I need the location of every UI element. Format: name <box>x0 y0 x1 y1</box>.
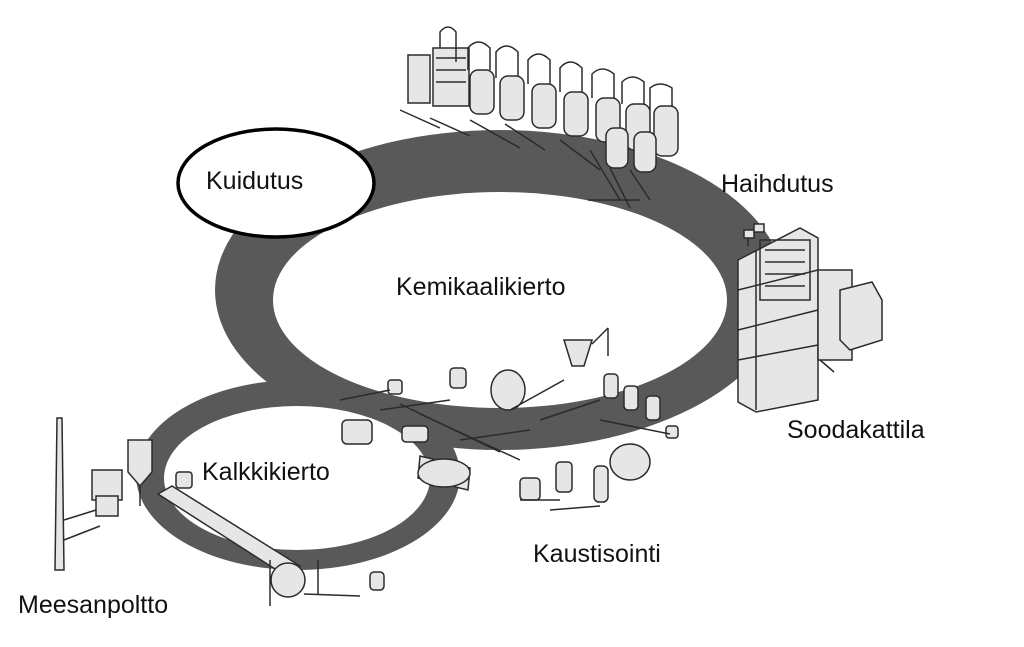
label-kuidutus: Kuidutus <box>206 167 304 195</box>
label-kemikaalikierto: Kemikaalikierto <box>396 273 566 301</box>
label-soodakattila: Soodakattila <box>787 416 925 444</box>
recovery-boiler-icon <box>737 223 883 413</box>
lime-kiln-icon <box>54 417 385 606</box>
label-meesanpoltto: Meesanpoltto <box>18 591 169 619</box>
kuidutus-oval <box>176 127 376 239</box>
label-kaustisointi: Kaustisointi <box>533 540 661 568</box>
evaporation-plant-icon <box>399 26 679 209</box>
causticizing-plant-icon <box>339 327 679 511</box>
label-kalkkikierto: Kalkkikierto <box>202 458 330 486</box>
label-haihdutus: Haihdutus <box>721 170 834 198</box>
